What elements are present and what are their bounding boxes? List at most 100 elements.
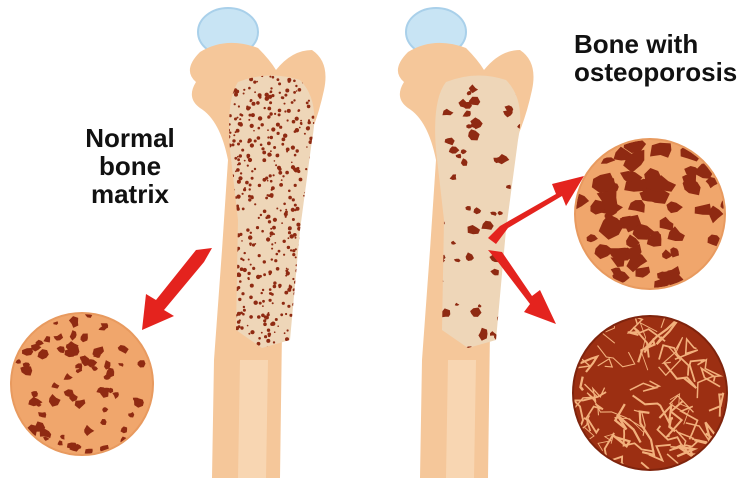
- pore: [295, 85, 297, 87]
- pore: [240, 326, 243, 329]
- pore: [296, 268, 298, 270]
- pore: [270, 136, 273, 139]
- pore: [374, 149, 382, 157]
- pore: [237, 195, 239, 197]
- pore: [260, 144, 263, 147]
- pore: [304, 133, 306, 135]
- pore: [271, 248, 273, 250]
- pore: [292, 278, 294, 280]
- pore: [292, 218, 295, 221]
- pore: [249, 184, 252, 187]
- pore: [293, 91, 296, 94]
- pore: [516, 167, 524, 176]
- pore: [308, 307, 312, 311]
- pore: [418, 151, 426, 158]
- pore: [287, 246, 290, 249]
- pore: [312, 215, 314, 217]
- pore: [293, 99, 295, 101]
- pore: [270, 180, 273, 183]
- pore: [279, 286, 281, 288]
- pore: [269, 288, 272, 291]
- pore: [243, 309, 246, 312]
- pore: [271, 322, 275, 326]
- pore: [296, 207, 300, 211]
- pore: [300, 340, 302, 342]
- pore: [562, 118, 567, 122]
- pore: [558, 140, 569, 148]
- pore: [257, 315, 261, 319]
- pore: [279, 92, 281, 94]
- pore: [259, 96, 262, 99]
- pore: [314, 196, 316, 198]
- pore: [364, 203, 370, 209]
- pore: [283, 203, 286, 206]
- pore: [590, 276, 597, 282]
- pore: [229, 132, 231, 134]
- pore: [254, 140, 257, 143]
- normal-femur: [190, 8, 326, 478]
- pore: [271, 258, 273, 260]
- pore: [300, 123, 302, 125]
- pore: [250, 244, 252, 246]
- pore: [310, 156, 314, 160]
- pore: [541, 152, 546, 159]
- pore: [275, 318, 278, 321]
- pore: [282, 138, 286, 142]
- pore: [277, 154, 279, 156]
- pore: [306, 102, 309, 105]
- pore: [314, 201, 316, 203]
- pore: [263, 260, 266, 263]
- pore: [265, 197, 268, 200]
- pore: [261, 332, 263, 334]
- pore: [263, 210, 267, 214]
- pore: [510, 335, 517, 340]
- label-line: Normal: [62, 124, 198, 152]
- crack: [687, 463, 718, 474]
- pore: [425, 230, 431, 236]
- pore: [278, 82, 281, 85]
- pore: [242, 208, 245, 211]
- pore: [278, 171, 282, 175]
- pore: [312, 320, 314, 322]
- pore: [270, 235, 272, 237]
- pore: [292, 322, 296, 326]
- pore: [585, 142, 592, 147]
- pore: [537, 106, 544, 112]
- pore: [248, 198, 251, 201]
- pore: [256, 226, 259, 229]
- pore: [270, 91, 272, 93]
- pore: [288, 231, 291, 234]
- pore: [295, 327, 297, 329]
- pore: [305, 334, 308, 337]
- pore: [292, 198, 295, 201]
- pore: [288, 237, 290, 239]
- pore: [378, 117, 384, 123]
- pore: [287, 305, 290, 308]
- pore: [267, 136, 269, 138]
- pore: [270, 154, 272, 156]
- pore: [273, 174, 275, 176]
- pore: [273, 281, 276, 284]
- pore: [253, 130, 255, 132]
- pore: [309, 140, 313, 144]
- pore: [311, 292, 315, 296]
- pore: [293, 233, 297, 237]
- pore: [293, 292, 297, 296]
- pore: [238, 162, 241, 165]
- pore: [267, 329, 270, 332]
- pore: [296, 90, 298, 92]
- pore: [296, 264, 298, 266]
- normal-bone-detail: [11, 311, 153, 455]
- pore: [282, 302, 285, 305]
- pore: [556, 121, 566, 129]
- pore: [312, 195, 314, 197]
- pore: [261, 292, 263, 294]
- pore: [301, 295, 305, 299]
- pore: [561, 105, 568, 113]
- pore: [291, 146, 295, 150]
- pore: [424, 185, 432, 191]
- pore: [247, 325, 249, 327]
- pore: [252, 243, 255, 246]
- pore: [311, 241, 314, 244]
- pore: [288, 80, 291, 83]
